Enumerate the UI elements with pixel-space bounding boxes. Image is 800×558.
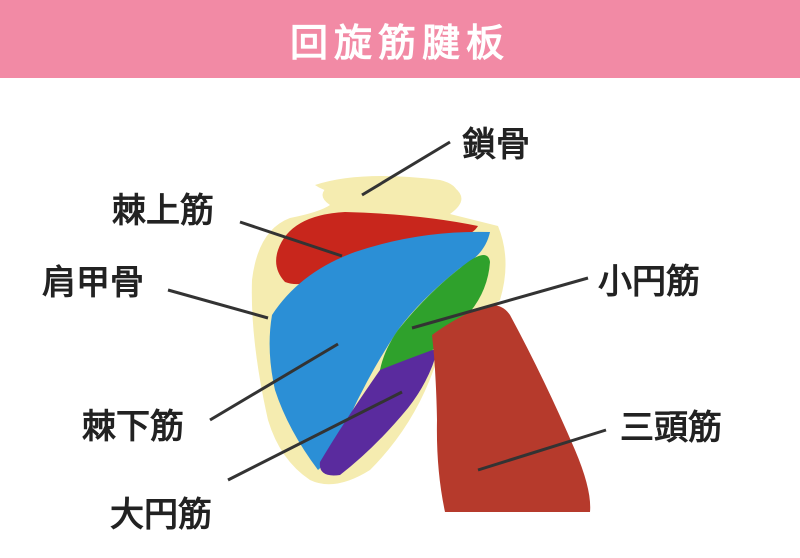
header-banner: 回旋筋腱板 — [0, 0, 800, 78]
leader-line-triceps — [477, 428, 607, 472]
label-teres-minor: 小円筋 — [598, 262, 700, 302]
label-supraspinatus: 棘上筋 — [112, 191, 214, 231]
leader-line-teres-minor — [411, 276, 589, 330]
rotator-cuff-diagram: 鎖骨 棘上筋 肩甲骨 小円筋 棘下筋 三頭筋 大円筋 — [0, 78, 800, 554]
triceps-muscle — [432, 305, 591, 512]
leader-line-clavicle — [361, 140, 451, 197]
leader-line-teres-major — [227, 390, 403, 482]
teres-minor-muscle — [380, 255, 490, 376]
label-infraspinatus: 棘下筋 — [82, 407, 184, 447]
label-teres-major: 大円筋 — [110, 495, 212, 535]
label-scapula: 肩甲骨 — [42, 263, 144, 303]
anatomy-illustration — [167, 140, 607, 512]
page-title: 回旋筋腱板 — [289, 20, 510, 65]
leader-line-scapula — [167, 288, 269, 320]
leader-line-supraspinatus — [239, 220, 343, 258]
teres-major-muscle — [319, 348, 438, 476]
leader-line-infraspinatus — [209, 342, 339, 422]
infraspinatus-muscle — [269, 231, 490, 470]
label-clavicle: 鎖骨 — [462, 125, 530, 165]
clavicle-bone — [315, 176, 458, 205]
label-triceps: 三頭筋 — [620, 408, 722, 448]
